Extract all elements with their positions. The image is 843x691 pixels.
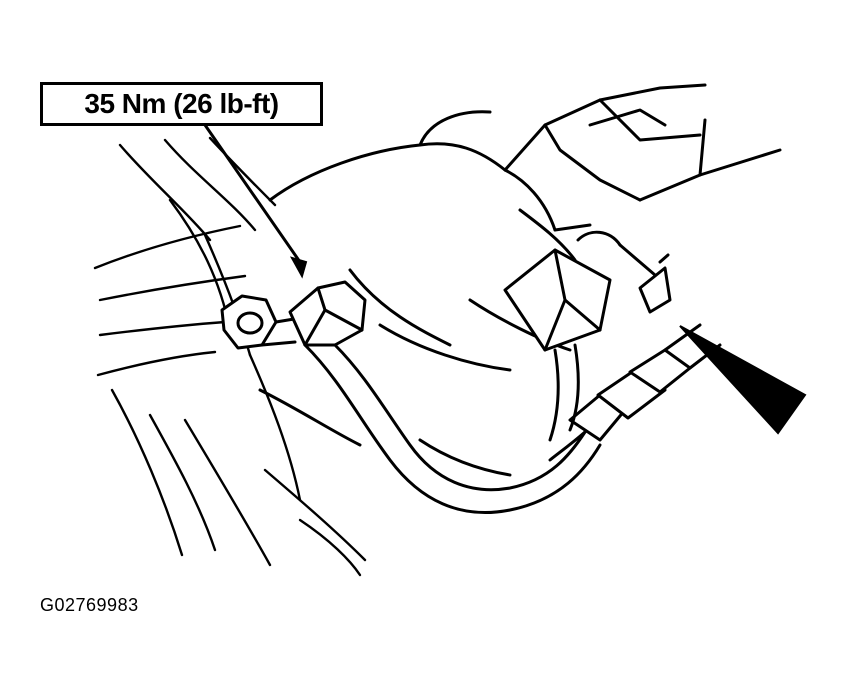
connector-block [503, 248, 612, 442]
mounting-bolt [220, 294, 302, 350]
line-fitting [288, 280, 367, 347]
figure-id: G02769983 [40, 595, 139, 615]
torque-value: 35 Nm (26 lb-ft) [84, 88, 279, 119]
hose-coupling [548, 323, 722, 462]
upper-casting [258, 83, 782, 477]
torque-leader [203, 123, 308, 279]
torque-callout: 35 Nm (26 lb-ft) [40, 82, 323, 126]
fluid-line [303, 343, 602, 515]
retaining-clip [576, 230, 672, 314]
pointer-arrow-icon [679, 325, 807, 435]
housing-contours [93, 136, 367, 577]
